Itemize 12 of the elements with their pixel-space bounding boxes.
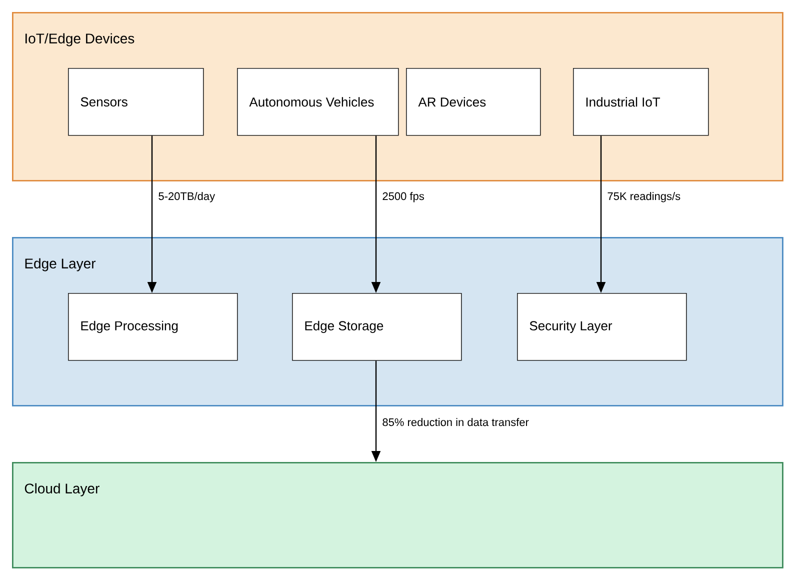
layer-band: Cloud Layer [12,462,784,568]
edge-label: 75K readings/s [606,191,682,204]
process-box: Security Layer [517,293,687,361]
process-box: Sensors [68,68,204,136]
edge-label: 2500 fps [381,191,426,204]
process-box: Industrial IoT [573,68,709,136]
process-box: Autonomous Vehicles [237,68,399,136]
process-box: Edge Processing [68,293,238,361]
edge-label: 5-20TB/day [157,191,216,204]
edge-label: 85% reduction in data transfer [381,417,530,428]
process-box: AR Devices [406,68,541,136]
process-box: Edge Storage [292,293,462,361]
